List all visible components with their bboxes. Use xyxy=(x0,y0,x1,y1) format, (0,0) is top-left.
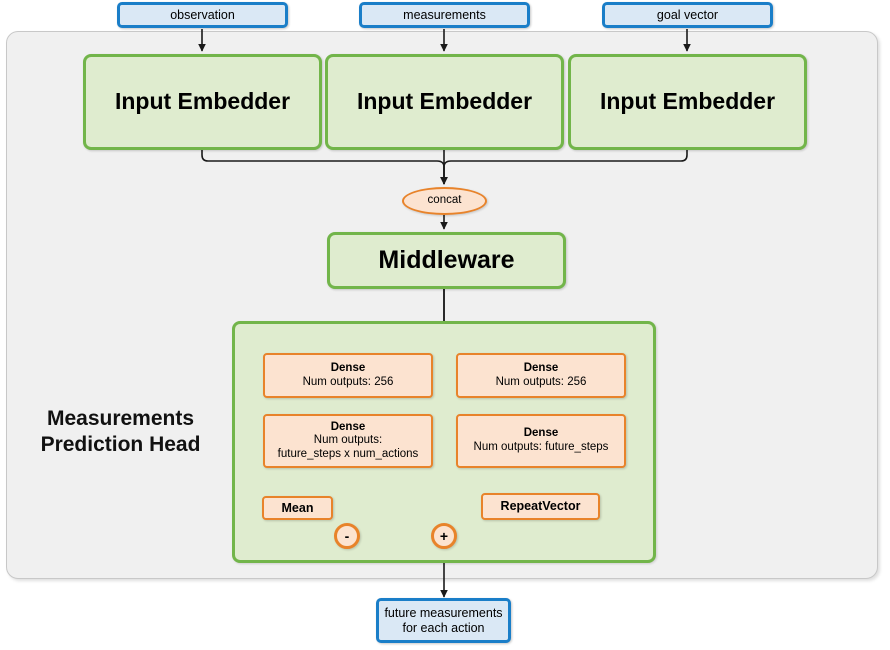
input-embedder-2-label: Input Embedder xyxy=(356,88,533,115)
input-label-measurements: measurements xyxy=(403,7,486,22)
right-dense-1-title: Dense xyxy=(523,361,559,374)
subtract-operator[interactable]: - xyxy=(334,523,360,549)
left-dense-1[interactable]: Dense Num outputs: 256 xyxy=(263,353,433,398)
middleware-label: Middleware xyxy=(378,245,515,274)
output-box-future-measurements[interactable]: future measurements for each action xyxy=(376,598,511,643)
output-label-line-2: for each action xyxy=(402,620,485,635)
left-dense-2-title: Dense xyxy=(330,420,366,433)
input-embedder-3-label: Input Embedder xyxy=(599,88,776,115)
input-box-goal-vector[interactable]: goal vector xyxy=(602,2,773,28)
head-label-line-2: Prediction Head xyxy=(40,433,201,457)
add-symbol: + xyxy=(439,527,449,544)
right-dense-2-title: Dense xyxy=(523,427,559,440)
mean-label: Mean xyxy=(281,500,314,515)
concat-label: concat xyxy=(427,194,462,207)
input-embedder-2[interactable]: Input Embedder xyxy=(325,54,564,150)
right-dense-2-subtitle: Num outputs: future_steps xyxy=(473,441,609,453)
mean-box[interactable]: Mean xyxy=(262,496,333,520)
input-embedder-1[interactable]: Input Embedder xyxy=(83,54,322,150)
subtract-symbol: - xyxy=(344,527,350,544)
head-label-line-1: Measurements xyxy=(46,407,195,430)
concat-node[interactable]: concat xyxy=(402,187,487,215)
left-dense-2-subtitle-line-1: Num outputs: xyxy=(313,434,383,447)
add-operator[interactable]: + xyxy=(431,523,457,549)
input-embedder-3[interactable]: Input Embedder xyxy=(568,54,807,150)
repeat-vector-box[interactable]: RepeatVector xyxy=(481,493,600,520)
input-box-observation[interactable]: observation xyxy=(117,2,288,28)
left-dense-1-subtitle: Num outputs: 256 xyxy=(302,375,394,388)
left-dense-1-title: Dense xyxy=(330,361,366,374)
measurements-prediction-head-label: Measurements Prediction Head xyxy=(18,406,223,459)
left-dense-2[interactable]: Dense Num outputs: future_steps x num_ac… xyxy=(263,414,433,468)
repeat-vector-label: RepeatVector xyxy=(500,499,581,514)
right-dense-2[interactable]: Dense Num outputs: future_steps xyxy=(456,414,626,468)
input-label-observation: observation xyxy=(170,7,235,22)
middleware-box[interactable]: Middleware xyxy=(327,232,566,289)
right-dense-1[interactable]: Dense Num outputs: 256 xyxy=(456,353,626,398)
output-label-line-1: future measurements xyxy=(384,605,503,620)
input-embedder-1-label: Input Embedder xyxy=(114,88,291,115)
right-dense-1-subtitle: Num outputs: 256 xyxy=(495,375,587,388)
left-dense-2-subtitle-line-2: future_steps x num_actions xyxy=(277,447,419,460)
input-label-goal-vector: goal vector xyxy=(656,7,719,22)
input-box-measurements[interactable]: measurements xyxy=(359,2,530,28)
